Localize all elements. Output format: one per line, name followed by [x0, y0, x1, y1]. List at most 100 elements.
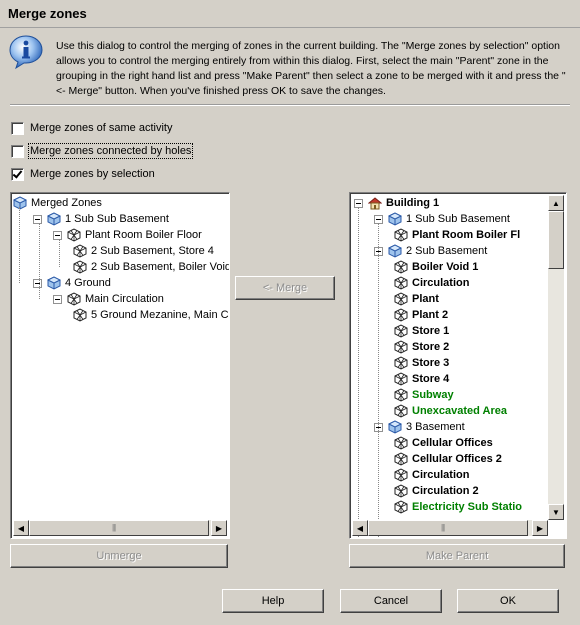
scroll-left-button[interactable]: ◀ — [13, 520, 29, 536]
zone-icon — [394, 276, 408, 290]
tree-item[interactable]: Circulation — [394, 275, 469, 291]
checkbox-connected-by-holes[interactable]: Merge zones connected by holes — [11, 143, 194, 159]
tree-item-label: Cellular Offices — [412, 437, 493, 449]
horizontal-scrollbar[interactable]: ◀ ||| ▶ — [13, 520, 227, 536]
checkbox-box[interactable] — [11, 121, 24, 135]
tree-item[interactable]: Subway — [394, 387, 454, 403]
merge-button[interactable]: <- Merge — [235, 276, 335, 300]
tree-item[interactable]: Boiler Void 1 — [394, 259, 478, 275]
tree-connector — [358, 207, 359, 538]
scroll-up-button[interactable]: ▲ — [548, 195, 564, 211]
vertical-scrollbar[interactable]: ▲ ▼ — [548, 195, 564, 520]
checkbox-by-selection[interactable]: Merge zones by selection — [11, 167, 155, 181]
tree-item[interactable]: Electricity Sub Statio — [394, 499, 522, 515]
tree-item[interactable]: 2 Sub Basement — [374, 243, 487, 259]
tree-connector — [19, 207, 20, 283]
zone-icon — [394, 468, 408, 482]
tree-item-label: Plant Room Boiler Fl — [412, 229, 521, 241]
tree-item[interactable]: Building 1 — [354, 195, 439, 211]
zone-icon — [67, 228, 81, 242]
collapse-toggle[interactable] — [33, 278, 42, 288]
scroll-thumb[interactable]: ||| — [368, 520, 528, 536]
tree-item[interactable]: Plant Room Boiler Floor — [53, 227, 202, 243]
tree-item-label: Boiler Void 1 — [412, 261, 479, 273]
window-title: Merge zones — [8, 6, 87, 21]
tree-item[interactable]: Store 1 — [394, 323, 449, 339]
tree-item[interactable]: 1 Sub Sub Basement — [374, 211, 510, 227]
tree-item-label: Electricity Sub Statio — [412, 501, 523, 513]
checkbox-box[interactable] — [11, 167, 24, 181]
checkbox-same-activity[interactable]: Merge zones of same activity — [11, 121, 172, 135]
description-text: Use this dialog to control the merging o… — [56, 40, 566, 97]
tree-item[interactable]: Cellular Offices — [394, 435, 493, 451]
tree-item[interactable]: Store 4 — [394, 371, 449, 387]
zone-icon — [73, 244, 87, 258]
zone-icon — [394, 388, 408, 402]
unmerge-button[interactable]: Unmerge — [10, 544, 228, 568]
tree-connector — [378, 223, 379, 538]
horizontal-scrollbar[interactable]: ◀ ||| ▶ — [352, 520, 548, 536]
zone-icon — [394, 324, 408, 338]
make-parent-button[interactable]: Make Parent — [349, 544, 565, 568]
tree-item-label: Subway — [412, 389, 454, 401]
checkbox-box[interactable] — [11, 144, 24, 158]
tree-item-label: Building 1 — [386, 197, 440, 209]
tree-item-label: Plant — [412, 293, 439, 305]
tree-item[interactable]: 1 Sub Sub Basement — [33, 211, 169, 227]
block-icon — [388, 212, 402, 226]
tree-item-label: Plant Room Boiler Floor — [85, 229, 202, 241]
building-icon — [368, 197, 382, 210]
block-icon — [47, 212, 61, 226]
tree-item-label: Store 2 — [412, 341, 450, 353]
tree-item[interactable]: Merged Zones — [13, 195, 102, 211]
tree-item[interactable]: 2 Sub Basement, Store 4 — [73, 243, 214, 259]
zone-icon — [73, 308, 87, 322]
zone-icon — [394, 260, 408, 274]
scroll-thumb[interactable] — [548, 211, 564, 269]
scroll-thumb[interactable]: ||| — [29, 520, 209, 536]
scroll-right-button[interactable]: ▶ — [532, 520, 548, 536]
ok-button[interactable]: OK — [457, 589, 559, 613]
tree-item[interactable]: Store 2 — [394, 339, 449, 355]
tree-item[interactable]: Plant Room Boiler Fl — [394, 227, 520, 243]
help-button[interactable]: Help — [222, 589, 324, 613]
checkbox-label: Merge zones connected by holes — [27, 143, 194, 159]
collapse-toggle[interactable] — [53, 230, 62, 240]
zone-icon — [394, 340, 408, 354]
separator — [10, 104, 570, 106]
tree-item-label: Merged Zones — [31, 197, 102, 209]
tree-item[interactable]: Cellular Offices 2 — [394, 451, 502, 467]
zone-icon — [394, 308, 408, 322]
tree-item-label: 4 Ground — [65, 277, 111, 289]
scroll-left-button[interactable]: ◀ — [352, 520, 368, 536]
scroll-down-button[interactable]: ▼ — [548, 504, 564, 520]
checkbox-label: Merge zones of same activity — [30, 122, 173, 134]
tree-item[interactable]: Circulation 2 — [394, 483, 479, 499]
zone-icon — [394, 292, 408, 306]
zone-icon — [394, 500, 408, 514]
collapse-toggle[interactable] — [33, 214, 42, 224]
cancel-button[interactable]: Cancel — [340, 589, 442, 613]
block-icon — [388, 244, 402, 258]
tree-item-label: Cellular Offices 2 — [412, 453, 502, 465]
block-icon — [388, 420, 402, 434]
tree-item-label: 2 Sub Basement, Store 4 — [91, 245, 214, 257]
collapse-toggle[interactable] — [53, 294, 62, 304]
tree-item[interactable]: 2 Sub Basement, Boiler Void — [73, 259, 229, 275]
tree-item[interactable]: Main Circulation — [53, 291, 164, 307]
tree-item-label: 1 Sub Sub Basement — [65, 213, 169, 225]
tree-item[interactable]: 5 Ground Mezanine, Main C — [73, 307, 229, 323]
tree-item[interactable]: 3 Basement — [374, 419, 465, 435]
tree-item-label: Main Circulation — [85, 293, 164, 305]
tree-item[interactable]: Unexcavated Area — [394, 403, 507, 419]
tree-item[interactable]: Plant — [394, 291, 439, 307]
tree-item[interactable]: Store 3 — [394, 355, 449, 371]
zone-icon — [394, 228, 408, 242]
tree-item[interactable]: Plant 2 — [394, 307, 448, 323]
scroll-right-button[interactable]: ▶ — [211, 520, 227, 536]
zone-icon — [73, 260, 87, 274]
tree-item[interactable]: 4 Ground — [33, 275, 111, 291]
tree-item[interactable]: Circulation — [394, 467, 469, 483]
